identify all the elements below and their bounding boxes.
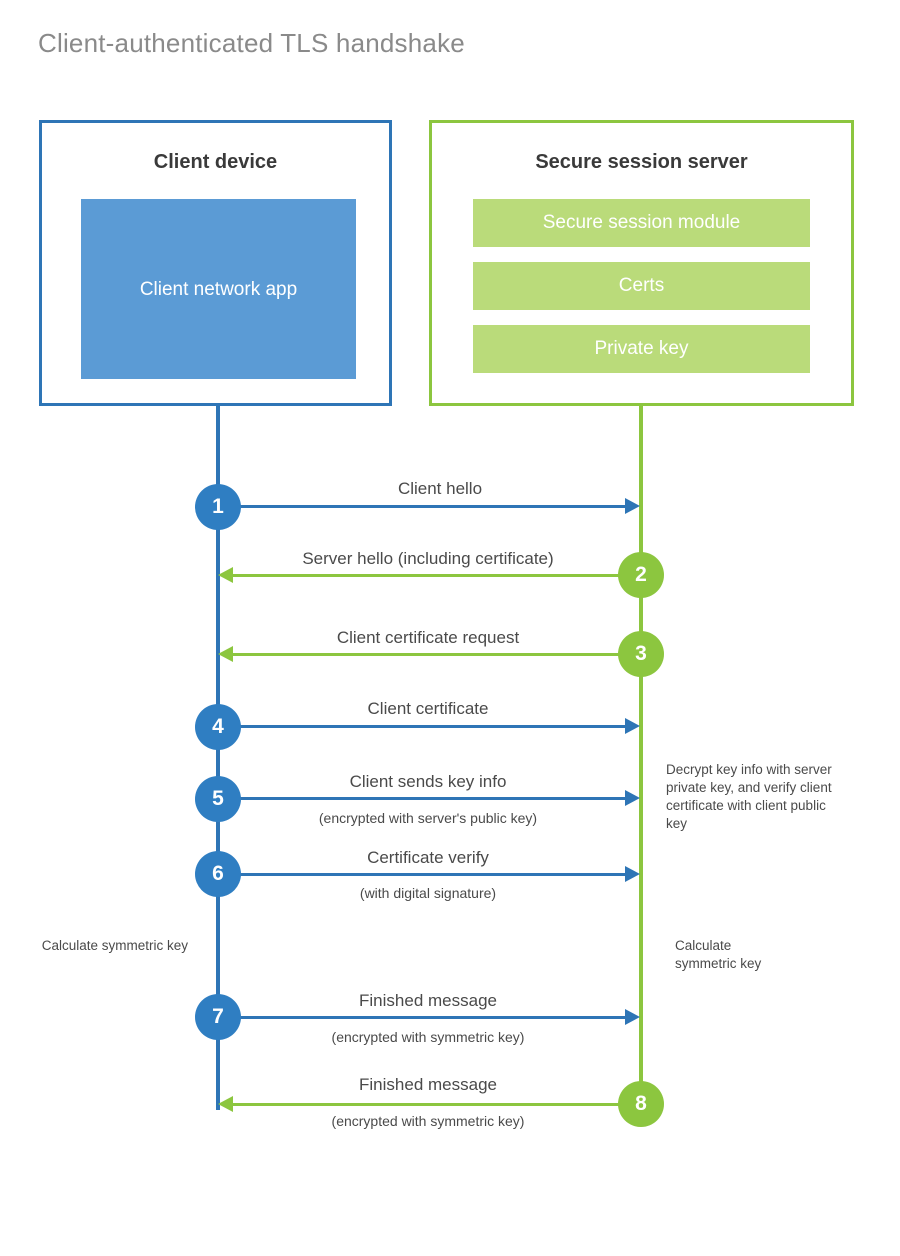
step-6-sublabel: (with digital signature) xyxy=(359,885,497,901)
server-component-secure-session-module: Secure session module xyxy=(473,199,810,247)
server-lifeline xyxy=(639,404,643,1110)
step-4-label: Client certificate xyxy=(367,699,489,718)
step-8-arrow-line xyxy=(232,1103,641,1106)
step-2-badge[interactable]: 2 xyxy=(618,552,664,598)
step-4-arrow-line xyxy=(220,725,627,728)
step-5-arrowhead xyxy=(625,790,640,806)
step-3-arrowhead xyxy=(218,646,233,662)
step-1-arrowhead xyxy=(625,498,640,514)
step-1-arrow-line xyxy=(220,505,627,508)
secure-session-server-title: Secure session server xyxy=(535,151,748,173)
client-device-title: Client device xyxy=(153,151,278,173)
server-component-certs: Certs xyxy=(473,262,810,310)
note-server-calculate-symmetric-key: Calculate symmetric key xyxy=(675,938,762,971)
step-5-label: Client sends key info xyxy=(349,772,507,791)
step-1-badge[interactable]: 1 xyxy=(195,484,241,530)
page-title: Client-authenticated TLS handshake xyxy=(38,28,465,58)
step-3-badge[interactable]: 3 xyxy=(618,631,664,677)
step-7-label: Finished message xyxy=(359,991,497,1010)
step-7-arrowhead xyxy=(625,1009,640,1025)
step-3-label: Client certificate request xyxy=(336,628,520,647)
step-7-sublabel: (encrypted with symmetric key) xyxy=(331,1029,525,1045)
step-2-label: Server hello (including certificate) xyxy=(302,549,554,568)
step-8-arrowhead xyxy=(218,1096,233,1112)
step-4-badge[interactable]: 4 xyxy=(195,704,241,750)
step-8-sublabel: (encrypted with symmetric key) xyxy=(331,1113,525,1129)
client-lifeline xyxy=(216,404,220,1110)
step-6-label: Certificate verify xyxy=(367,848,489,867)
step-7-arrow-line xyxy=(220,1016,627,1019)
step-4-arrowhead xyxy=(625,718,640,734)
step-6-badge[interactable]: 6 xyxy=(195,851,241,897)
step-1-label: Client hello xyxy=(397,479,483,498)
step-6-arrowhead xyxy=(625,866,640,882)
step-8-badge[interactable]: 8 xyxy=(618,1081,664,1127)
note-server-decrypt-key-info: Decrypt key info with server private key… xyxy=(666,762,832,831)
step-5-sublabel: (encrypted with server's public key) xyxy=(318,810,538,826)
step-2-arrowhead xyxy=(218,567,233,583)
step-3-arrow-line xyxy=(232,653,641,656)
step-6-arrow-line xyxy=(220,873,627,876)
actor-box-secure-session-server: Secure session server Secure session mod… xyxy=(429,120,854,406)
step-5-arrow-line xyxy=(220,797,627,800)
step-5-badge[interactable]: 5 xyxy=(195,776,241,822)
actor-box-client-device: Client device Client network app xyxy=(39,120,392,406)
step-8-label: Finished message xyxy=(359,1075,497,1094)
server-component-private-key: Private key xyxy=(473,325,810,373)
step-2-arrow-line xyxy=(232,574,641,577)
client-network-app-block: Client network app xyxy=(81,199,356,379)
step-7-badge[interactable]: 7 xyxy=(195,994,241,1040)
note-client-calculate-symmetric-key: Calculate symmetric key xyxy=(41,938,188,953)
